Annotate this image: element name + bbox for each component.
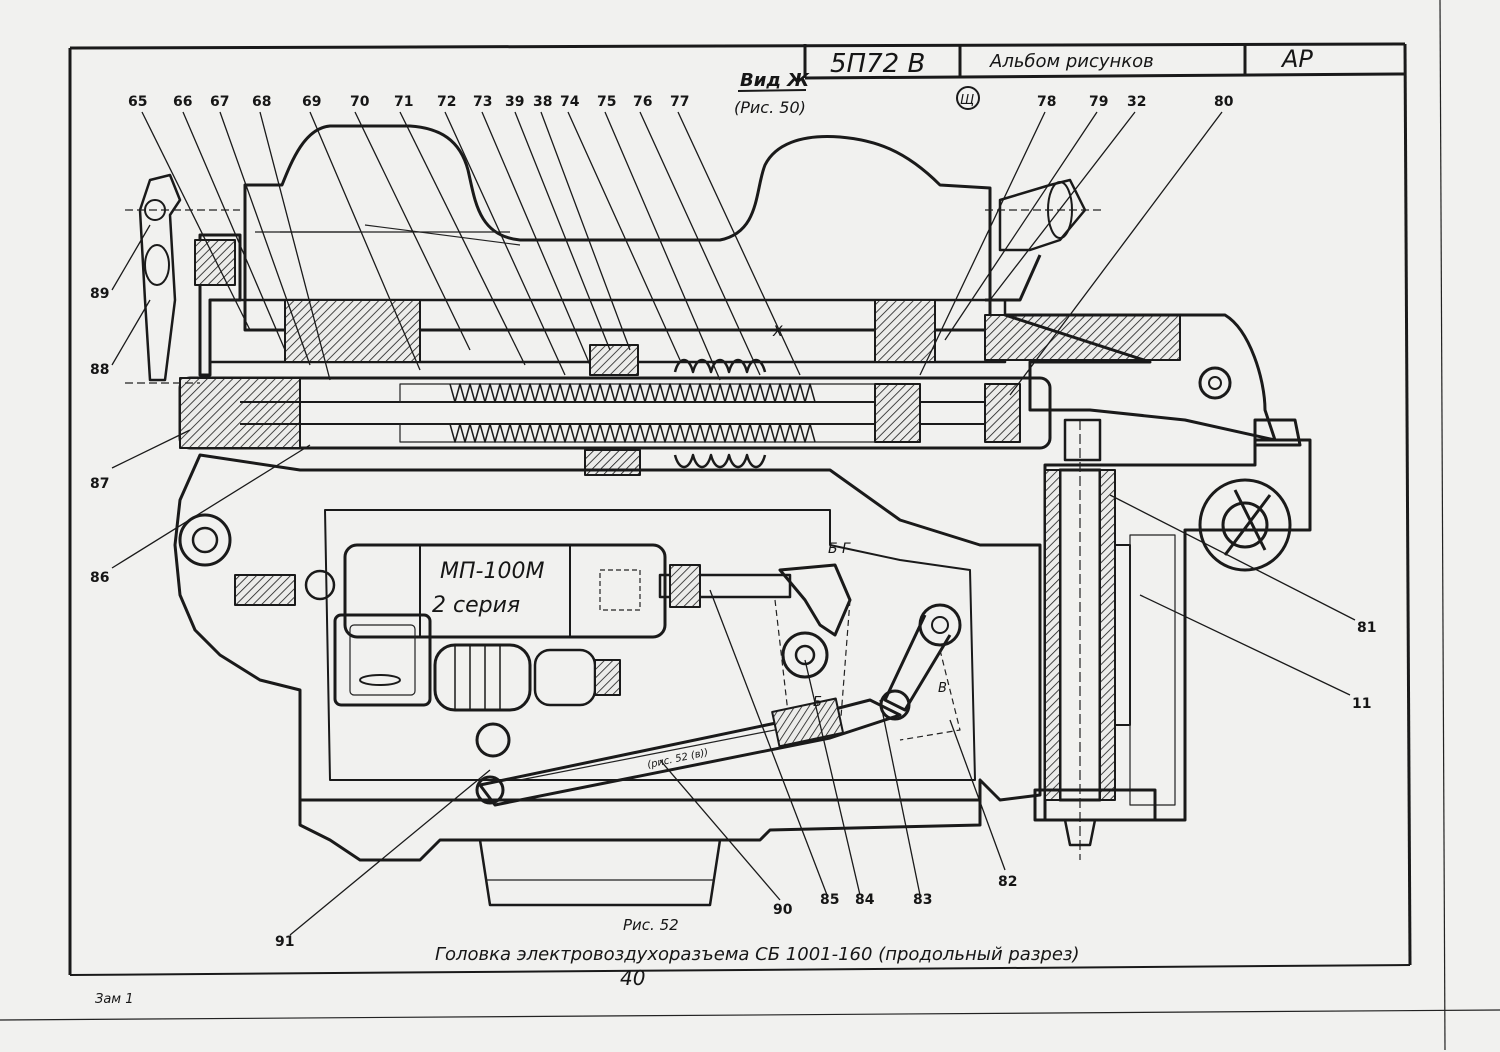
callout-77: 77	[670, 94, 689, 110]
section-mark-bg: Б Г	[828, 541, 851, 557]
leader-lines	[111, 111, 1356, 936]
callout-72: 72	[437, 94, 456, 110]
section-mark-b: Б	[813, 695, 822, 710]
title-code: 5П72 В	[830, 49, 925, 79]
callout-39: 39	[505, 94, 524, 110]
callout-65: 65	[128, 94, 147, 110]
callout-87: 87	[90, 476, 109, 492]
section-mark-v: В	[938, 681, 947, 696]
callout-78: 78	[1037, 94, 1056, 110]
title-album: Альбом рисунков	[989, 51, 1154, 72]
callout-86: 86	[90, 570, 109, 586]
title-block: 5П72 В Альбом рисунков АР	[803, 44, 1406, 80]
callout-85: 85	[820, 892, 839, 908]
callout-81: 81	[1357, 620, 1376, 636]
motor-model: МП-100М	[440, 559, 544, 584]
callout-32: 32	[1127, 94, 1146, 110]
callout-73: 73	[473, 94, 492, 110]
callout-70: 70	[350, 94, 370, 110]
title-mark: АР	[1280, 45, 1313, 73]
callout-69: 69	[302, 94, 321, 110]
figure-ref: Рис. 52	[623, 916, 679, 934]
revision-mark: Зам 1	[95, 992, 134, 1007]
view-title: Вид Ж	[740, 70, 810, 91]
motor-series: 2 серия	[432, 593, 520, 618]
callout-38: 38	[533, 94, 552, 110]
callout-66: 66	[173, 94, 192, 110]
view-label: Вид Ж (Рис. 50) Щ	[734, 70, 980, 117]
callout-68: 68	[252, 94, 271, 110]
callout-11: 11	[1352, 696, 1371, 712]
callout-83: 83	[913, 892, 932, 908]
callout-90: 90	[773, 902, 793, 918]
callout-labels: 65 66 67 68 69 70 71 72 73 39 38 74 75 7…	[90, 94, 1376, 950]
callout-67: 67	[210, 94, 229, 110]
callout-89: 89	[90, 286, 109, 302]
callout-88: 88	[90, 362, 109, 378]
view-circle-letter: Щ	[960, 93, 974, 108]
page-number: 40	[620, 966, 645, 990]
callout-91: 91	[275, 934, 294, 950]
callout-79: 79	[1089, 94, 1108, 110]
callout-84: 84	[855, 892, 875, 908]
callout-71: 71	[394, 94, 413, 110]
callout-74: 74	[560, 94, 580, 110]
callout-80: 80	[1214, 94, 1234, 110]
section-mark-x: X	[772, 324, 783, 340]
figure-caption: Головка электровоздухоразъема СБ 1001-16…	[435, 944, 1080, 965]
callout-75: 75	[597, 94, 616, 110]
mechanical-drawing: МП-100М 2 серия (рис. 52 (в))	[125, 124, 1312, 907]
view-ref: (Рис. 50)	[734, 98, 806, 117]
callout-82: 82	[998, 874, 1017, 890]
callout-76: 76	[633, 94, 652, 110]
